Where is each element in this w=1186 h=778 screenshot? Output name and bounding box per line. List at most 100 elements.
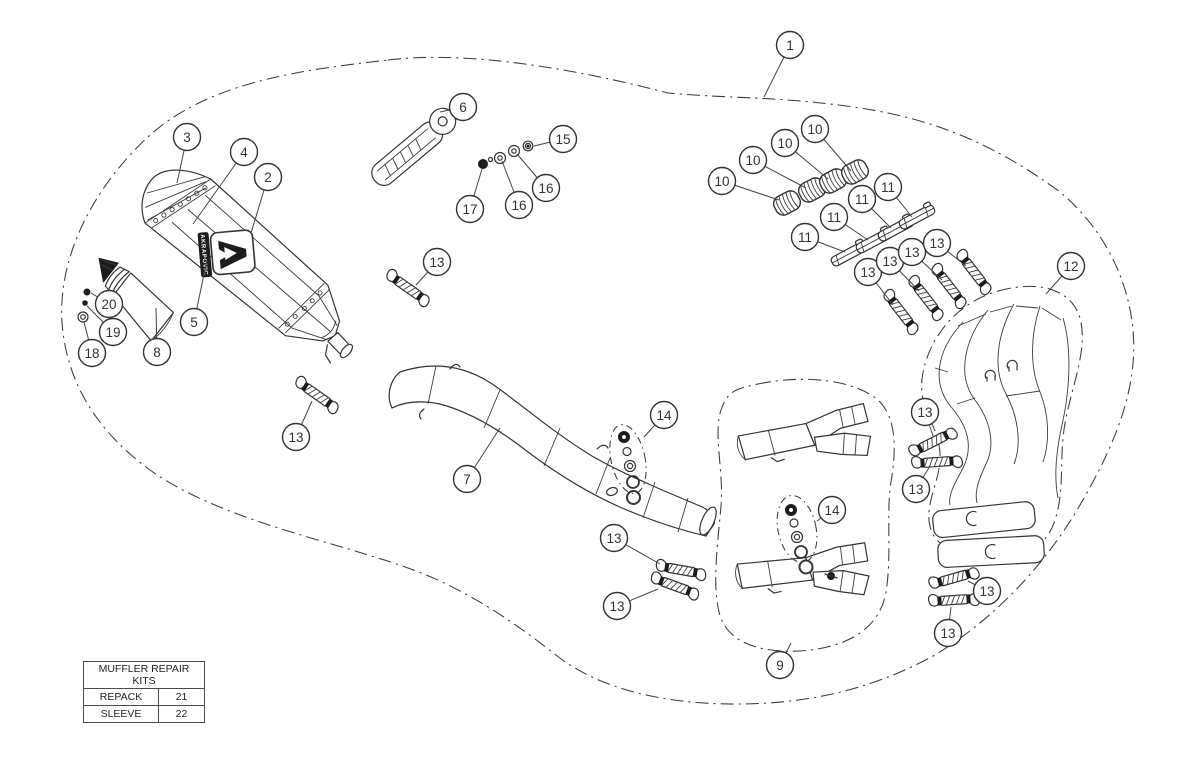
svg-text:20: 20 bbox=[101, 297, 116, 312]
svg-text:16: 16 bbox=[538, 181, 553, 196]
callout-11: 11 bbox=[790, 222, 820, 252]
callout-3: 3 bbox=[172, 122, 202, 152]
callout-19: 19 bbox=[98, 317, 128, 347]
link-pipe bbox=[388, 363, 717, 537]
callout-13: 13 bbox=[281, 422, 311, 452]
svg-text:3: 3 bbox=[183, 130, 191, 145]
svg-text:13: 13 bbox=[606, 531, 621, 546]
kit-number: 21 bbox=[158, 688, 205, 706]
svg-text:9: 9 bbox=[776, 658, 784, 673]
callout-11: 11 bbox=[847, 184, 877, 214]
pipe-bolt-detail bbox=[824, 572, 838, 580]
repair-kits-header: MUFFLER REPAIR KITS bbox=[83, 661, 205, 689]
table-row: SLEEVE 22 bbox=[83, 705, 205, 723]
svg-text:10: 10 bbox=[777, 136, 792, 151]
svg-text:5: 5 bbox=[190, 315, 198, 330]
callout-layer: 1234567891010101011111111121313131313131… bbox=[77, 30, 1086, 680]
callout-5: 5 bbox=[179, 307, 209, 337]
callout-13: 13 bbox=[602, 591, 632, 621]
spring bbox=[927, 590, 981, 610]
kit-label: REPACK bbox=[83, 688, 159, 706]
callout-13: 13 bbox=[599, 523, 629, 553]
end-cap-cone bbox=[98, 257, 175, 342]
kit-label: SLEEVE bbox=[83, 705, 159, 723]
svg-text:11: 11 bbox=[881, 180, 895, 195]
svg-text:13: 13 bbox=[940, 626, 955, 641]
callout-12: 12 bbox=[1056, 251, 1086, 281]
svg-text:13: 13 bbox=[929, 236, 944, 251]
svg-text:18: 18 bbox=[84, 346, 99, 361]
callout-10: 10 bbox=[707, 166, 737, 196]
callout-11: 11 bbox=[873, 172, 903, 202]
svg-text:14: 14 bbox=[656, 408, 672, 423]
svg-text:11: 11 bbox=[798, 230, 812, 245]
header-assembly bbox=[921, 285, 1083, 568]
washer-bolt-set bbox=[478, 140, 534, 169]
callout-6: 6 bbox=[448, 92, 478, 122]
y-pipe-upper bbox=[735, 402, 872, 464]
svg-text:13: 13 bbox=[917, 405, 932, 420]
callout-16: 16 bbox=[504, 190, 534, 220]
callout-10: 10 bbox=[800, 114, 830, 144]
callout-20: 20 bbox=[94, 289, 124, 319]
muffler-bracket bbox=[371, 107, 457, 187]
svg-text:13: 13 bbox=[860, 265, 875, 280]
callout-17: 17 bbox=[455, 194, 485, 224]
fastener-stack-a bbox=[609, 424, 647, 494]
svg-text:11: 11 bbox=[827, 210, 841, 225]
svg-text:15: 15 bbox=[555, 132, 570, 147]
svg-text:10: 10 bbox=[807, 122, 822, 137]
spring bbox=[910, 452, 964, 472]
muffler-assembly: AKRAPOVIC bbox=[141, 169, 354, 364]
callout-9: 9 bbox=[765, 650, 795, 680]
y-link-pipes-group bbox=[715, 378, 895, 652]
callout-13: 13 bbox=[897, 237, 927, 267]
svg-text:14: 14 bbox=[824, 503, 840, 518]
callout-13: 13 bbox=[853, 257, 883, 287]
callout-15: 15 bbox=[548, 124, 578, 154]
svg-text:7: 7 bbox=[463, 472, 471, 487]
callout-14: 14 bbox=[817, 495, 847, 525]
svg-text:8: 8 bbox=[153, 345, 161, 360]
svg-text:13: 13 bbox=[979, 584, 994, 599]
callout-7: 7 bbox=[452, 464, 482, 494]
svg-text:1: 1 bbox=[786, 38, 794, 53]
spring bbox=[879, 287, 923, 337]
callout-13: 13 bbox=[875, 246, 905, 276]
callout-13: 13 bbox=[910, 397, 940, 427]
svg-text:17: 17 bbox=[462, 202, 477, 217]
muffler-badge: AKRAPOVIC bbox=[197, 229, 256, 278]
svg-text:11: 11 bbox=[855, 192, 869, 207]
callout-13: 13 bbox=[922, 228, 952, 258]
svg-text:16: 16 bbox=[511, 198, 526, 213]
callout-1: 1 bbox=[775, 30, 805, 60]
callout-14: 14 bbox=[649, 400, 679, 430]
callout-10: 10 bbox=[770, 128, 800, 158]
svg-text:10: 10 bbox=[714, 174, 729, 189]
svg-text:12: 12 bbox=[1063, 259, 1078, 274]
callout-8: 8 bbox=[142, 337, 172, 367]
callout-18: 18 bbox=[77, 338, 107, 368]
callout-13: 13 bbox=[901, 474, 931, 504]
svg-text:4: 4 bbox=[240, 145, 248, 160]
callout-2: 2 bbox=[253, 162, 283, 192]
svg-text:10: 10 bbox=[745, 153, 760, 168]
spring bbox=[906, 423, 960, 461]
svg-text:13: 13 bbox=[904, 245, 919, 260]
cap-fasteners-18-19-20 bbox=[77, 288, 91, 323]
svg-text:13: 13 bbox=[429, 255, 444, 270]
spring bbox=[952, 247, 996, 297]
rivet-row-front bbox=[153, 185, 208, 224]
callout-10: 10 bbox=[738, 145, 768, 175]
callout-13: 13 bbox=[933, 618, 963, 648]
svg-text:19: 19 bbox=[105, 325, 120, 340]
callout-11: 11 bbox=[819, 202, 849, 232]
spring bbox=[382, 267, 434, 309]
collector-stubs bbox=[932, 501, 1045, 568]
fastener-stack-b bbox=[776, 494, 818, 575]
spring bbox=[291, 374, 343, 416]
callout-16: 16 bbox=[531, 173, 561, 203]
svg-text:13: 13 bbox=[882, 254, 897, 269]
kit-boundary-outline bbox=[61, 56, 1135, 705]
